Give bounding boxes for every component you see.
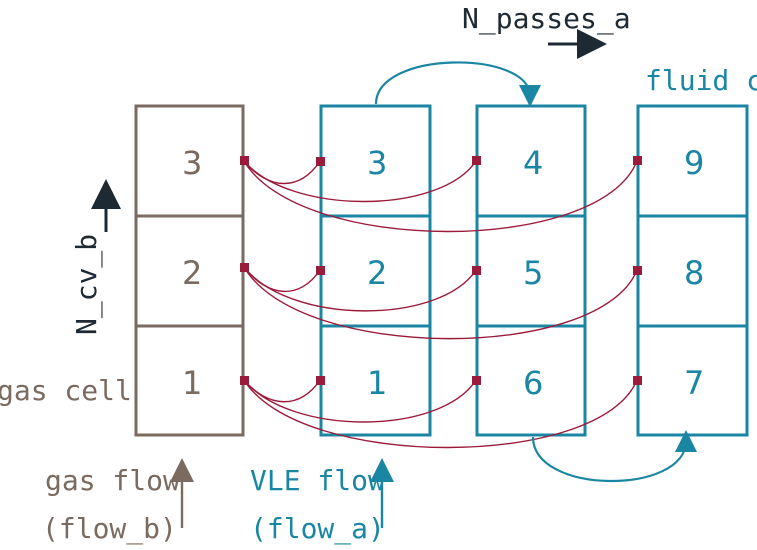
vle-flow-label: VLE flow	[250, 464, 385, 497]
link-curve	[243, 160, 638, 233]
fluid-pass-2-column: 4 5 6	[475, 104, 587, 437]
port-marker	[316, 376, 325, 385]
port-markers	[240, 156, 642, 385]
gas-cell-label: gas cell	[0, 374, 132, 407]
port-marker	[240, 376, 249, 385]
fluid-pass-1-column: 3 2 1	[319, 104, 432, 437]
link-curve	[243, 266, 477, 312]
fluid-cell-number: 2	[367, 254, 387, 292]
gas-flow-label: gas flow	[45, 464, 180, 497]
fluid-cell-number: 8	[684, 254, 704, 292]
fluid-pass-3-column: 9 8 7	[636, 104, 749, 437]
gas-cell-number: 3	[182, 144, 202, 182]
link-curve	[243, 379, 638, 449]
fluid-cell-number: 9	[684, 144, 704, 182]
port-marker	[633, 266, 642, 275]
heat-links	[243, 160, 638, 449]
fluid-cell-number: 7	[684, 364, 704, 402]
gas-column: 3 2 1	[134, 104, 245, 437]
port-marker	[240, 263, 249, 272]
fluid-cell-number: 3	[367, 144, 387, 182]
port-marker	[472, 266, 481, 275]
pass-transition-arrow-top	[374, 61, 541, 107]
port-marker	[316, 157, 325, 166]
port-marker	[633, 156, 642, 165]
fluid-cell-number: 1	[367, 364, 387, 402]
gas-flow-sub-label: (flow_b)	[42, 512, 177, 546]
pass-transition-arrow-bottom	[531, 430, 697, 483]
fluid-cell-number: 6	[523, 364, 543, 402]
n-passes-label: N_passes_a	[462, 2, 631, 36]
link-curve	[243, 160, 477, 203]
n-cv-label: N_cv_b	[70, 234, 104, 335]
link-curve	[243, 266, 638, 340]
port-marker	[472, 376, 481, 385]
vle-flow-sub-label: (flow_a)	[250, 512, 385, 546]
port-marker	[472, 156, 481, 165]
port-marker	[316, 266, 325, 275]
gas-cell-number: 2	[182, 254, 202, 292]
port-marker	[240, 156, 249, 165]
gas-cell-number: 1	[182, 364, 202, 402]
port-marker	[633, 376, 642, 385]
link-curve	[243, 379, 477, 423]
fluid-cell-number: 4	[523, 144, 543, 182]
fluid-cell-label: fluid cell	[645, 64, 757, 97]
fluid-cell-number: 5	[523, 254, 543, 292]
